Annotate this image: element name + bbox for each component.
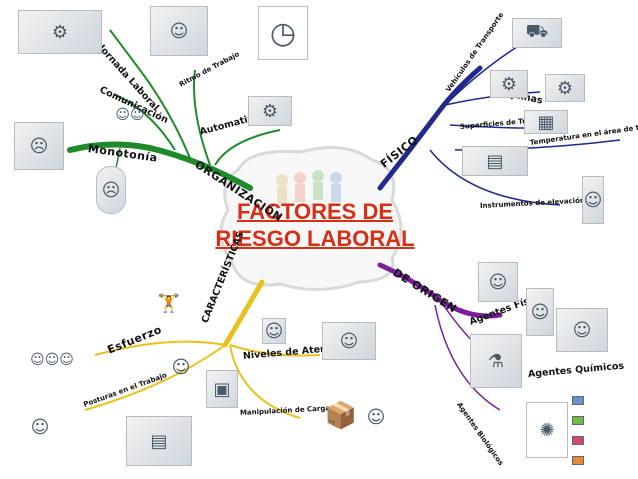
- center-cloud: [219, 146, 403, 291]
- agentes-fisicos-illustration-2: ☺: [526, 288, 554, 336]
- machine-icon: ⚙: [500, 73, 518, 95]
- worker-icon: ☺: [572, 319, 592, 341]
- box-icon: 📦: [324, 401, 358, 431]
- worker-icon: ☺: [30, 416, 50, 438]
- clock-icon: ◷: [269, 15, 297, 51]
- clock-illustration: ◷: [258, 6, 308, 60]
- worker-icon: ☹: [29, 135, 49, 157]
- people-icon: ☺☺☺: [30, 352, 74, 368]
- bio-swatch-4: [572, 456, 584, 465]
- title-line-1: FACTORES DE: [236, 199, 394, 224]
- esfuerzo-illustration: 🏋: [152, 290, 186, 316]
- posturas-illustration-4: ▤: [126, 416, 192, 466]
- organizacion-branch: [67, 141, 253, 191]
- fisico-branch: [377, 65, 483, 191]
- maquinas-illustration: ⚙: [490, 70, 528, 98]
- ritmo-illustration: ☺: [150, 6, 208, 56]
- worker-icon: ☺: [530, 301, 550, 323]
- worker-icon: ⚙: [51, 21, 69, 43]
- worker-icon: ☺: [169, 20, 189, 42]
- background-figures: [276, 170, 342, 204]
- weight-icon: 🏋: [157, 292, 181, 314]
- truck-icon: ⛟: [525, 21, 549, 42]
- worker-icon: ☹: [101, 179, 121, 201]
- machine-icon: ⚙: [556, 77, 574, 99]
- posturas-illustration-2: ▣: [206, 370, 238, 408]
- niveles-illustration-2: ☺: [322, 322, 376, 360]
- desk-icon: ▤: [150, 430, 168, 452]
- worker-icon: ☺: [488, 271, 508, 293]
- temperatura-illustration: ▤: [462, 146, 528, 176]
- manipulacion-illustration-2: ☺: [364, 388, 388, 446]
- instrumentos-illustration: ☺: [582, 176, 604, 224]
- caracteristicas-branch: [222, 279, 265, 348]
- comunicacion-illustration: ☺☺: [108, 100, 152, 130]
- worker-icon: ☺: [583, 189, 603, 211]
- posturas-illustration-3: ☺: [22, 404, 58, 450]
- factory-icon: ▤: [486, 150, 504, 172]
- automatizacion-illustration: ⚙: [248, 96, 292, 126]
- maquinas-illustration-2: ⚙: [545, 74, 585, 102]
- title-line-2: RIESGO LABORAL: [215, 226, 415, 251]
- agentes-fisicos-illustration: ☺: [478, 262, 518, 302]
- posturas-illustration: ☺: [166, 354, 196, 380]
- agentes-fisicos-illustration-3: ☺: [556, 308, 608, 352]
- box-icon: ▣: [213, 378, 231, 400]
- monotonia-illustration-2: ☹: [96, 166, 126, 214]
- people-icon: ☺☺: [115, 107, 145, 123]
- worker-icon: ☺: [264, 320, 284, 342]
- vehiculos-illustration: ⛟: [512, 18, 562, 48]
- bio-swatch-2: [572, 416, 584, 425]
- bio-swatch-1: [572, 396, 584, 405]
- chemical-icon: ⚗: [487, 350, 505, 372]
- center-title: FACTORES DE RIESGO LABORAL: [212, 198, 418, 252]
- floor-icon: ▦: [537, 111, 555, 133]
- jornada-illustration: ⚙: [18, 10, 102, 54]
- bacteria-icon: ✺: [539, 419, 555, 441]
- agentes-biologicos-illustration: ✺: [526, 402, 568, 458]
- manipulacion-illustration: 📦: [318, 382, 364, 450]
- esfuerzo-illustration-2: ☺☺☺: [18, 342, 86, 378]
- monotonia-illustration: ☹: [14, 122, 64, 170]
- bio-swatch-3: [572, 436, 584, 445]
- worker-icon: ☺: [366, 406, 386, 428]
- machine-icon: ⚙: [261, 100, 279, 122]
- superficies-illustration: ▦: [524, 110, 568, 134]
- agentes-quimicos-illustration: ⚗: [470, 334, 522, 388]
- niveles-illustration: ☺: [262, 318, 286, 344]
- worker-icon: ☺: [171, 356, 191, 378]
- worker-icon: ☺: [339, 330, 359, 352]
